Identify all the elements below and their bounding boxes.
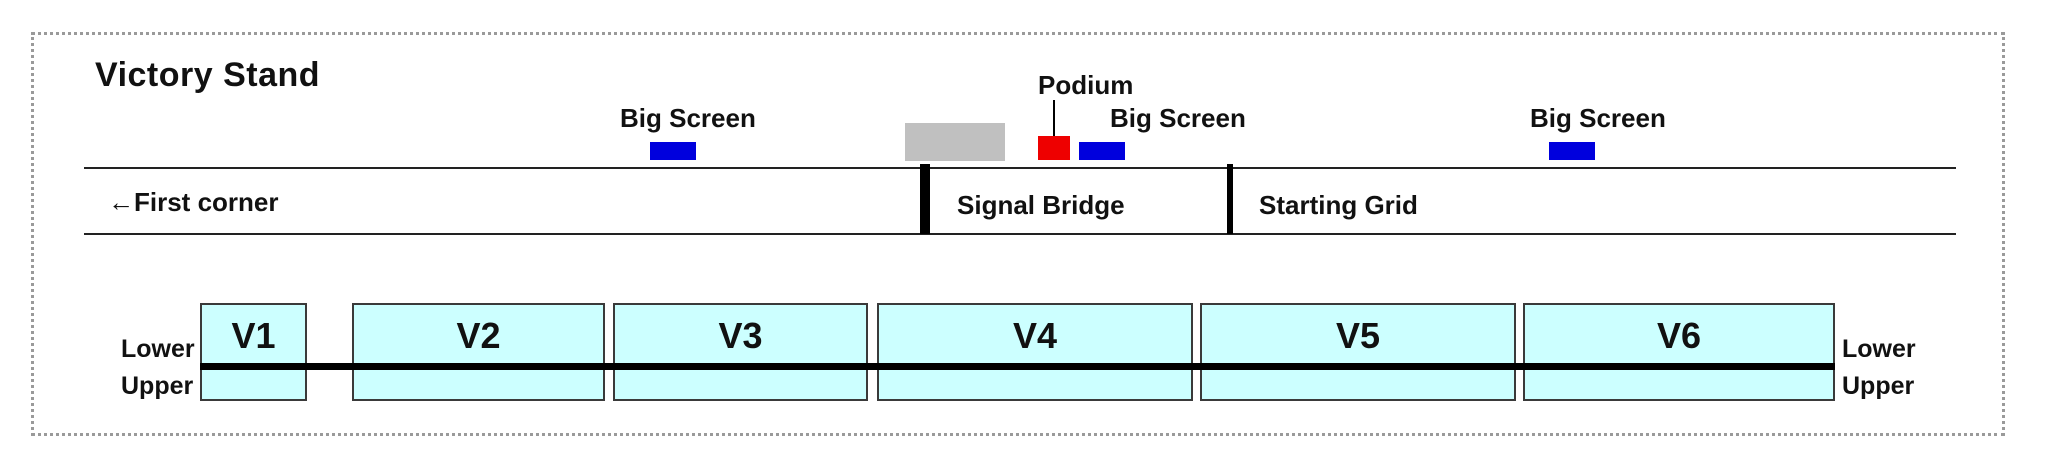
section-label: V5: [1335, 315, 1381, 356]
big-screen-3: [1549, 142, 1595, 160]
podium-label: Podium: [1038, 70, 1134, 100]
section-v3: V3: [613, 303, 868, 401]
section-label: V2: [456, 315, 501, 356]
right-upper-label: Upper: [1842, 372, 1915, 400]
right-lower-label: Lower: [1842, 335, 1916, 363]
podium-pointer-line: [1053, 100, 1055, 136]
section-label: V3: [718, 315, 763, 356]
big-screen-label-2: Big Screen: [1110, 103, 1246, 133]
first-corner-label: ←First corner: [108, 187, 279, 217]
section-v4: V4: [877, 303, 1193, 401]
left-upper-label: Upper: [121, 372, 194, 400]
section-v1: V1: [200, 303, 307, 401]
podium: [1038, 136, 1070, 160]
track-top-line: [84, 167, 1956, 169]
grey-structure: [905, 123, 1005, 161]
big-screen-label-3: Big Screen: [1530, 103, 1666, 133]
diagram-title: Victory Stand: [95, 56, 321, 94]
big-screen-label-1: Big Screen: [620, 103, 756, 133]
level-divider-line: [200, 363, 1835, 370]
signal-bridge-label: Signal Bridge: [957, 190, 1125, 220]
signal-bridge-marker: [920, 164, 930, 234]
starting-grid-label: Starting Grid: [1259, 190, 1418, 220]
section-v5: V5: [1200, 303, 1516, 401]
left-lower-label: Lower: [121, 335, 195, 363]
track-bottom-line: [84, 233, 1956, 235]
big-screen-2: [1079, 142, 1125, 160]
section-label: V6: [1656, 315, 1702, 356]
big-screen-1: [650, 142, 696, 160]
starting-grid-marker: [1227, 164, 1233, 234]
section-v6: V6: [1523, 303, 1835, 401]
section-v2: V2: [352, 303, 605, 401]
section-label: V1: [231, 315, 276, 356]
section-label: V4: [1012, 315, 1058, 356]
